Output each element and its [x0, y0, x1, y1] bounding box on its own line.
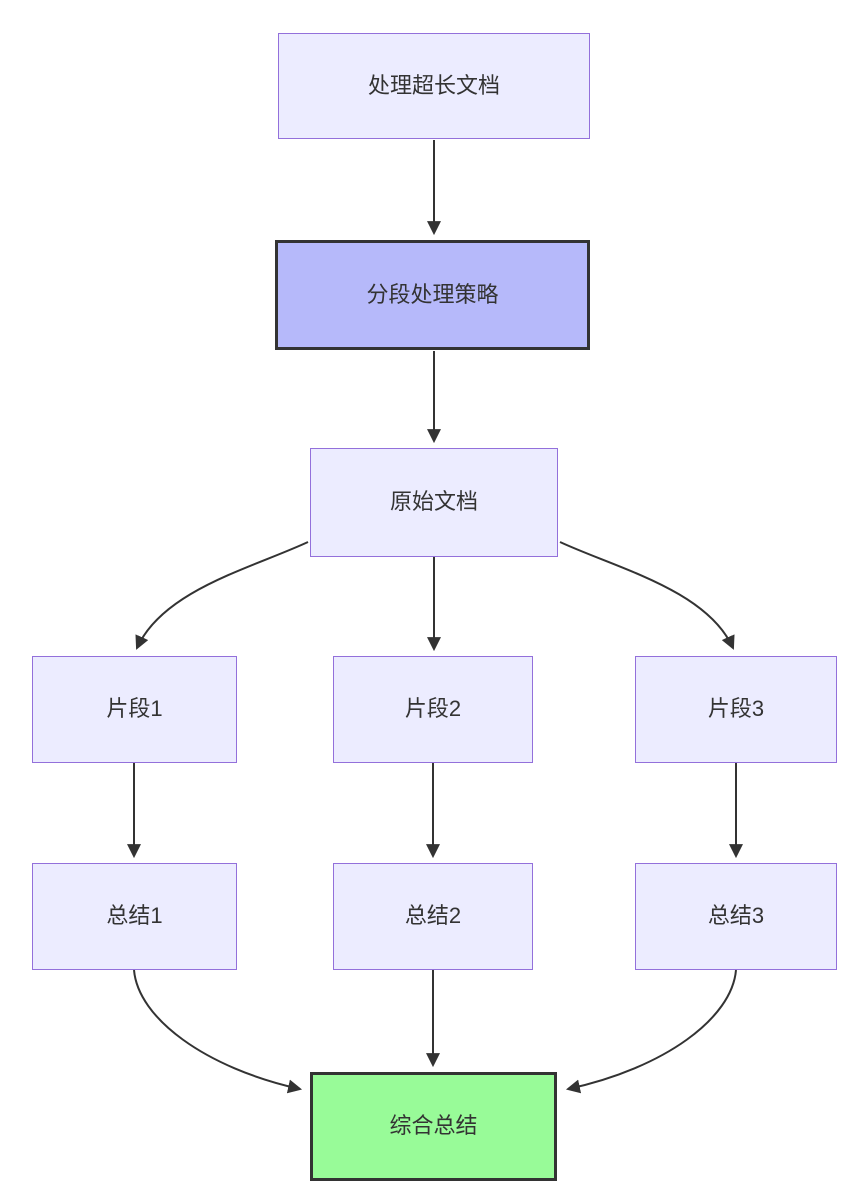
edge-summary3-to-final [565, 969, 737, 1094]
node-original-doc: 原始文档 [310, 448, 558, 557]
node-fragment-1: 片段1 [32, 656, 237, 763]
node-summary-3-label: 总结3 [707, 903, 765, 929]
node-summary-1: 总结1 [32, 863, 237, 970]
node-summary-2-label: 总结2 [404, 903, 462, 929]
node-original-doc-label: 原始文档 [389, 489, 478, 515]
node-summary-3: 总结3 [635, 863, 837, 970]
edge-summary1-to-final [133, 969, 303, 1094]
node-segmentation-strategy: 分段处理策略 [275, 240, 590, 350]
node-fragment-1-label: 片段1 [106, 696, 163, 722]
node-summary-1-label: 总结1 [106, 903, 163, 929]
edge-original-to-fragment1 [135, 541, 309, 650]
node-fragment-2-label: 片段2 [404, 696, 462, 722]
node-final-summary-label: 综合总结 [389, 1113, 478, 1139]
node-process-long-doc: 处理超长文档 [278, 33, 590, 139]
node-fragment-2: 片段2 [333, 656, 533, 763]
node-final-summary: 综合总结 [310, 1072, 557, 1181]
node-segmentation-strategy-label: 分段处理策略 [366, 281, 499, 307]
edge-original-to-fragment3 [559, 541, 735, 650]
node-fragment-3-label: 片段3 [707, 696, 765, 722]
node-fragment-3: 片段3 [635, 656, 837, 763]
node-summary-2: 总结2 [333, 863, 533, 970]
node-process-long-doc-label: 处理超长文档 [367, 72, 500, 98]
